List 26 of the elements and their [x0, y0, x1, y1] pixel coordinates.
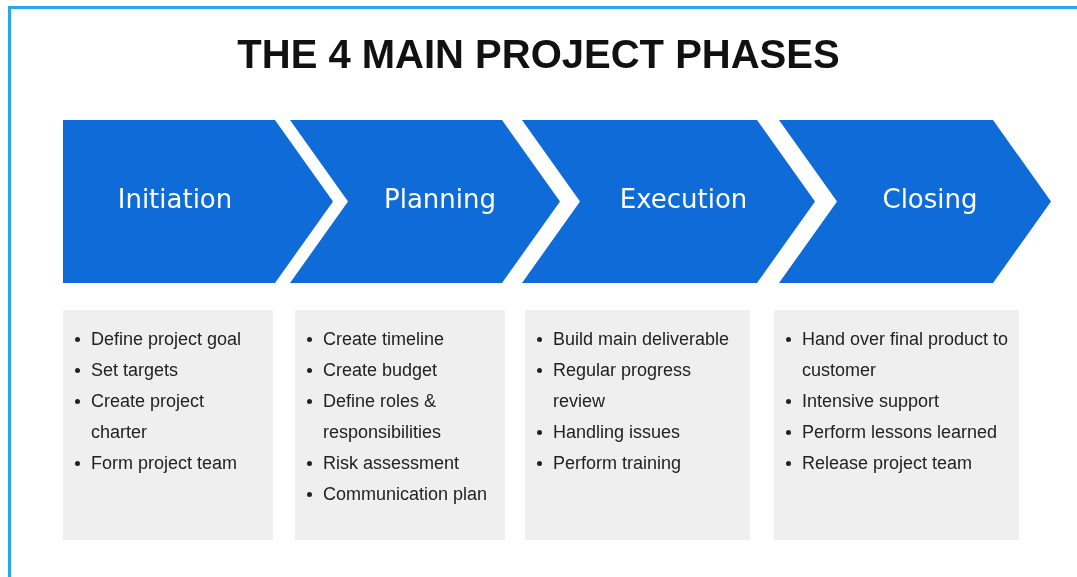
phase-label: Planning — [384, 184, 496, 214]
bullet-text: Communication plan — [323, 484, 488, 504]
bullet-text: Build main deliverable — [553, 329, 730, 349]
bullet-text: Regular progress review — [553, 360, 692, 411]
bullet-text: Intensive support — [802, 391, 940, 411]
bullet-text: Risk assessment — [323, 453, 460, 473]
bullet-text: Define roles & responsibilities — [323, 391, 442, 442]
phase-label: Closing — [882, 184, 978, 214]
task-list-panel — [295, 310, 505, 540]
phase-label: Execution — [619, 184, 748, 214]
phase-label: Initiation — [117, 184, 233, 214]
bullet-text: Create timeline — [323, 329, 445, 349]
bullet-text: Hand over final product to customer — [802, 329, 1009, 380]
bullet-text: Handling issues — [553, 422, 681, 442]
bullet-text: Form project team — [91, 453, 238, 473]
bullet-text: Release project team — [802, 453, 973, 473]
task-list-panel — [525, 310, 750, 540]
task-list-panel — [63, 310, 273, 540]
bullet-text: Create project charter — [91, 391, 205, 442]
bullet-text: Create budget — [323, 360, 438, 380]
task-list-panel — [774, 310, 1019, 540]
bullet-text: Perform training — [553, 453, 682, 473]
bullet-text: Define project goal — [91, 329, 242, 349]
bullet-text: Perform lessons learned — [802, 422, 998, 442]
title: THE 4 MAIN PROJECT PHASES — [236, 32, 841, 77]
bullet-text: Set targets — [91, 360, 179, 380]
